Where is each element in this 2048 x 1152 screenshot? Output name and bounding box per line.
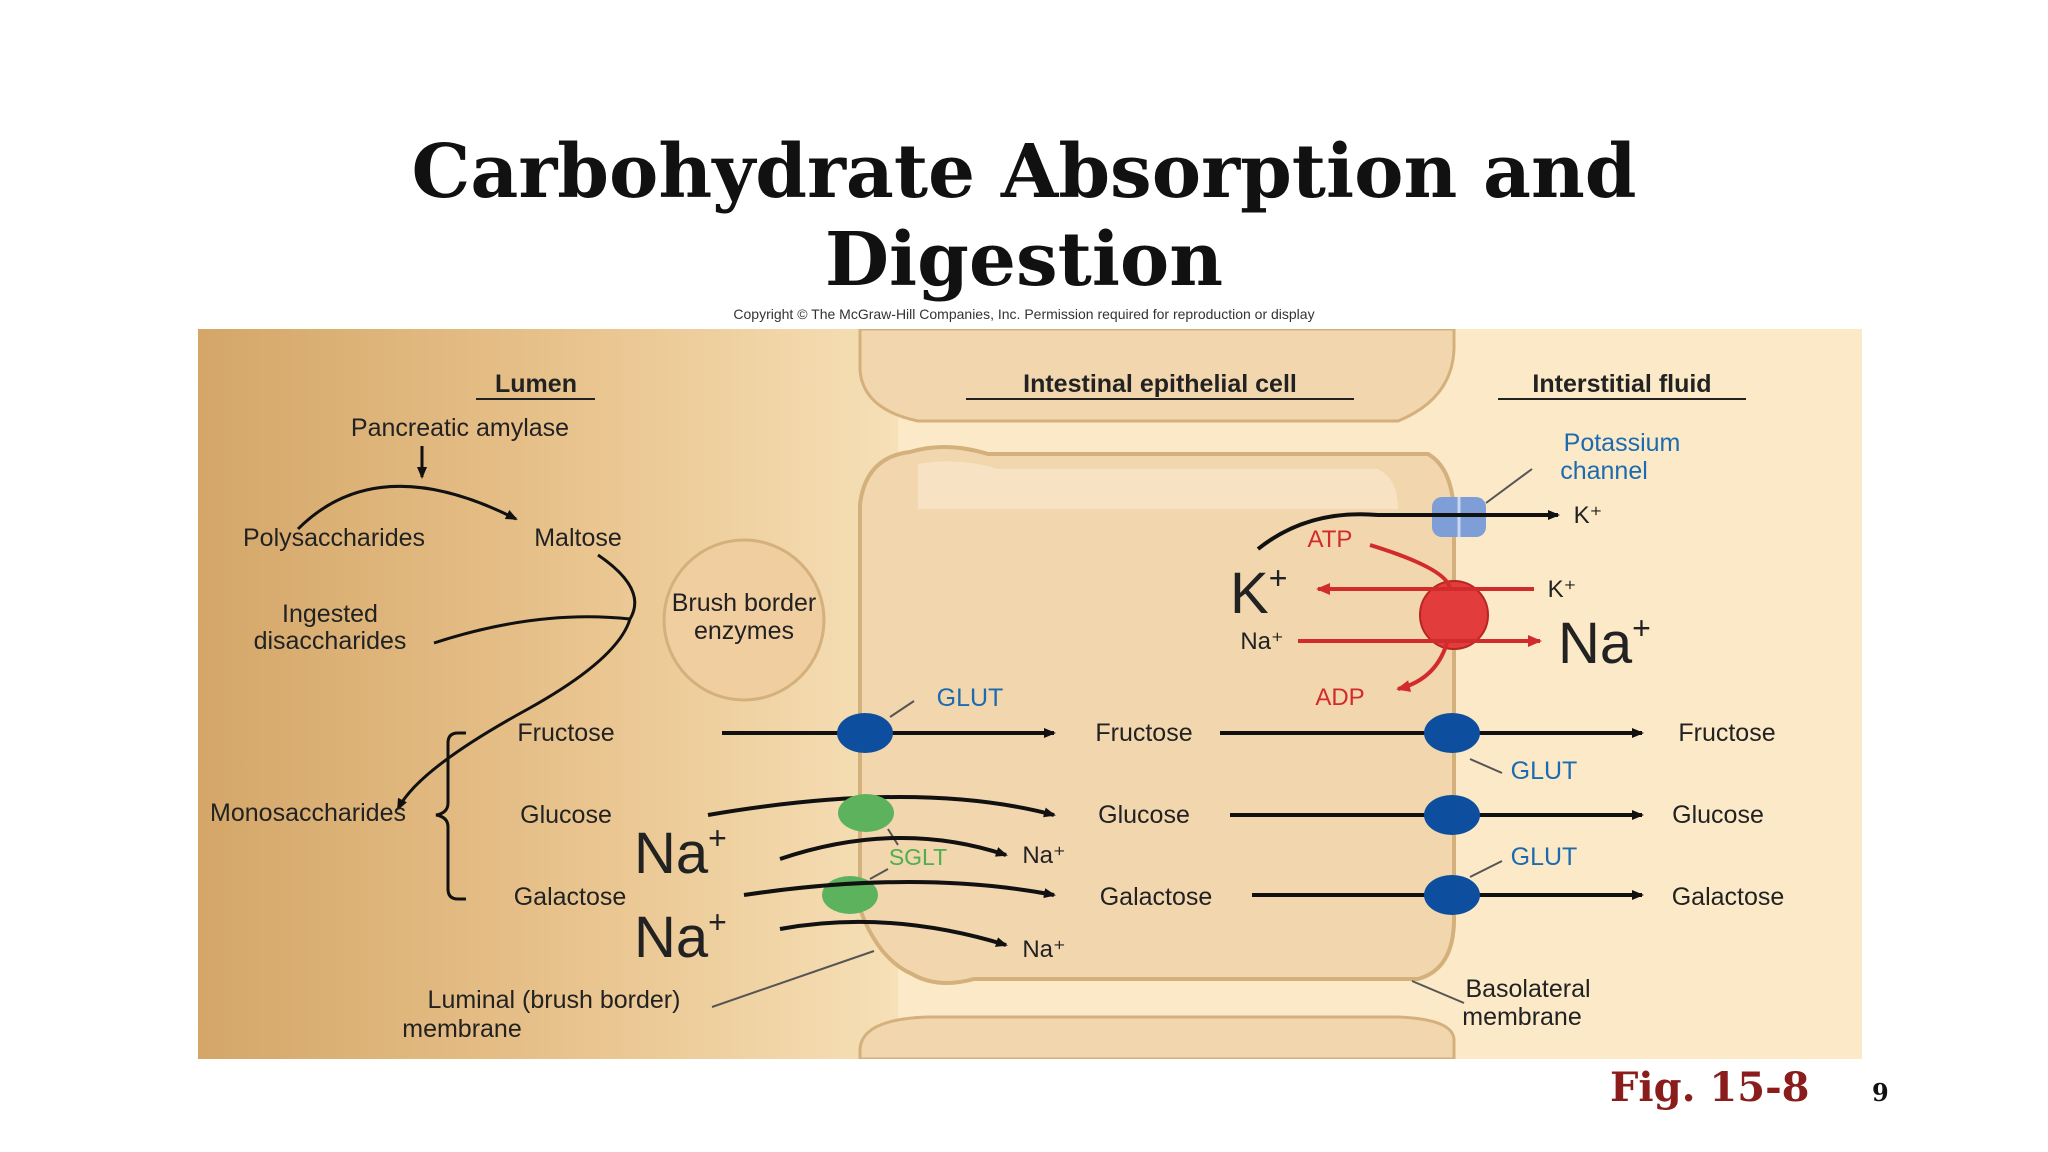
glut-basolateral-fructose [1424, 713, 1480, 753]
label-k-out: K⁺ [1574, 502, 1603, 529]
label-brush-1: Brush border [672, 589, 817, 617]
label-na-large-out: Na+ [1558, 610, 1651, 676]
label-potassium-2: channel [1560, 457, 1648, 485]
label-na-large-upper: Na+ [634, 820, 727, 886]
arrow-k-efflux [1256, 510, 1560, 551]
arrow-na-lower [779, 919, 1008, 947]
basolateral-pointer [1411, 980, 1465, 1004]
label-pancreatic-amylase: Pancreatic amylase [351, 414, 569, 442]
label-k-large: K+ [1230, 560, 1287, 626]
label-luminal-2: membrane [402, 1015, 522, 1043]
na-k-pump [1419, 580, 1489, 650]
label-glucose-cell: Glucose [1098, 801, 1190, 829]
arrow-to-monosaccharides [396, 618, 632, 811]
label-glut-basolateral-2: GLUT [1511, 843, 1578, 871]
glut-apical-pointer [889, 700, 915, 718]
glut-label-pointer-2 [1469, 860, 1503, 878]
lower-cell [858, 1015, 1456, 1059]
label-adp: ADP [1315, 684, 1364, 711]
figure-label: Fig. 15-8 [1610, 1064, 1810, 1111]
atp-curve [1369, 543, 1452, 590]
sugar-brace [435, 731, 466, 901]
label-sglt: SGLT [889, 844, 947, 870]
page-number: 9 [1872, 1078, 1889, 1107]
sglt-pointer-lower [869, 868, 889, 880]
cell-highlight [918, 461, 1398, 509]
label-glut-apical: GLUT [937, 684, 1004, 712]
sglt-upper [838, 794, 894, 832]
arrow-galactose-in [743, 880, 1056, 899]
label-galactose-lumen: Galactose [514, 883, 627, 911]
header-lumen: Lumen [495, 370, 577, 398]
label-galactose-cell: Galactose [1100, 883, 1213, 911]
header-interstitial: Interstitial fluid [1532, 370, 1711, 398]
carbohydrate-absorption-figure: Lumen Intestinal epithelial cell Interst… [198, 329, 1862, 1059]
label-ingested-2: disaccharides [254, 627, 407, 655]
label-na-large-lower: Na+ [634, 904, 727, 970]
label-basolateral-2: membrane [1462, 1003, 1582, 1031]
label-potassium-1: Potassium [1564, 429, 1681, 457]
glut-basolateral-glucose [1424, 795, 1480, 835]
arrow-polysaccharide-maltose [296, 484, 518, 531]
label-maltose: Maltose [534, 524, 622, 552]
title-line-1: Carbohydrate Absorption and [411, 129, 1637, 215]
glut-label-pointer-1 [1469, 758, 1503, 774]
arrow-disaccharide-curve [433, 615, 631, 645]
label-glucose-fluid: Glucose [1672, 801, 1764, 829]
label-basolateral-1: Basolateral [1465, 975, 1590, 1003]
arrow-maltose-curve [597, 553, 637, 620]
label-ingested-1: Ingested [282, 600, 378, 628]
arrow-na-upper [779, 836, 1008, 861]
label-na-small-lower: Na⁺ [1022, 936, 1065, 963]
arrow-glucose-in [707, 795, 1056, 818]
label-fructose-fluid: Fructose [1678, 719, 1775, 747]
label-glucose-lumen: Glucose [520, 801, 612, 829]
diagram-svg: Lumen Intestinal epithelial cell Interst… [198, 329, 1862, 1059]
slide-title: Carbohydrate Absorption and Digestion [0, 128, 2048, 304]
label-k-in: K⁺ [1548, 576, 1577, 603]
label-brush-2: enzymes [694, 617, 794, 645]
header-cell: Intestinal epithelial cell [1023, 370, 1297, 398]
glut-basolateral-galactose [1424, 875, 1480, 915]
label-na-in: Na⁺ [1240, 628, 1283, 655]
label-polysaccharides: Polysaccharides [243, 524, 425, 552]
title-line-2: Digestion [824, 217, 1224, 303]
label-glut-basolateral-1: GLUT [1511, 757, 1578, 785]
label-galactose-fluid: Galactose [1672, 883, 1785, 911]
epithelial-cell [858, 444, 1456, 985]
brush-border-enzymes [662, 538, 826, 702]
label-atp: ATP [1308, 526, 1353, 553]
label-monosaccharides: Monosaccharides [210, 799, 406, 827]
copyright-notice: Copyright © The McGraw-Hill Companies, I… [733, 306, 1315, 322]
label-na-small-upper: Na⁺ [1022, 842, 1065, 869]
glut-apical [837, 713, 893, 753]
luminal-pointer [711, 950, 875, 1008]
lumen-background [198, 329, 898, 1059]
label-fructose-cell: Fructose [1095, 719, 1192, 747]
adp-curve [1396, 638, 1450, 692]
label-fructose-lumen: Fructose [517, 719, 614, 747]
potassium-channel-pointer [1485, 468, 1533, 504]
label-luminal-1: Luminal (brush border) [428, 986, 681, 1014]
